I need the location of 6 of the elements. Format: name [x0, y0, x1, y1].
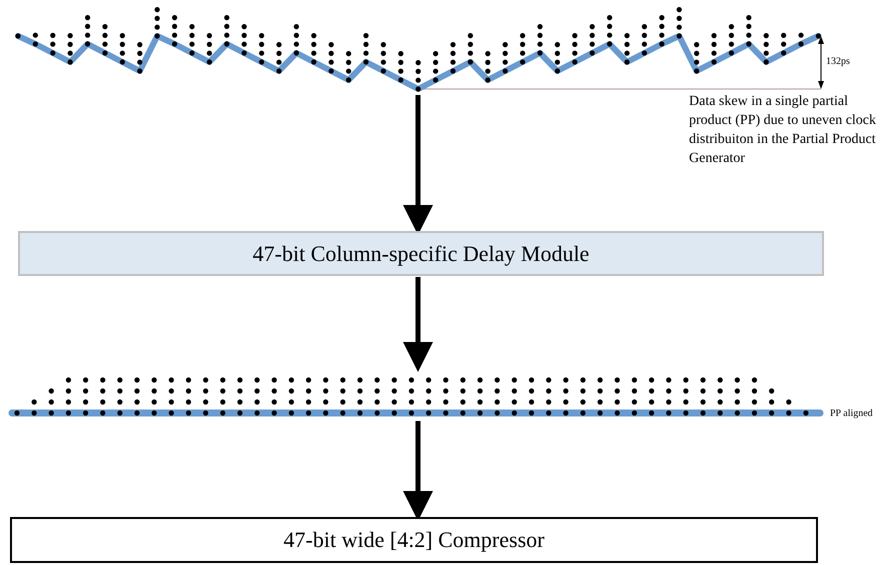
annotation-note: Data skew in a single partial product (PP) due to uneven clock distribuiton in the Partial Product Generator — [689, 93, 878, 168]
arrow — [403, 277, 433, 372]
row-label: PP aligned — [830, 407, 874, 420]
process-box: 47-bit wide [4:2] Compressor — [10, 517, 818, 563]
process-box: 47-bit Column-specific Delay Module — [18, 231, 824, 276]
dimension-label: 132ps — [826, 55, 851, 68]
